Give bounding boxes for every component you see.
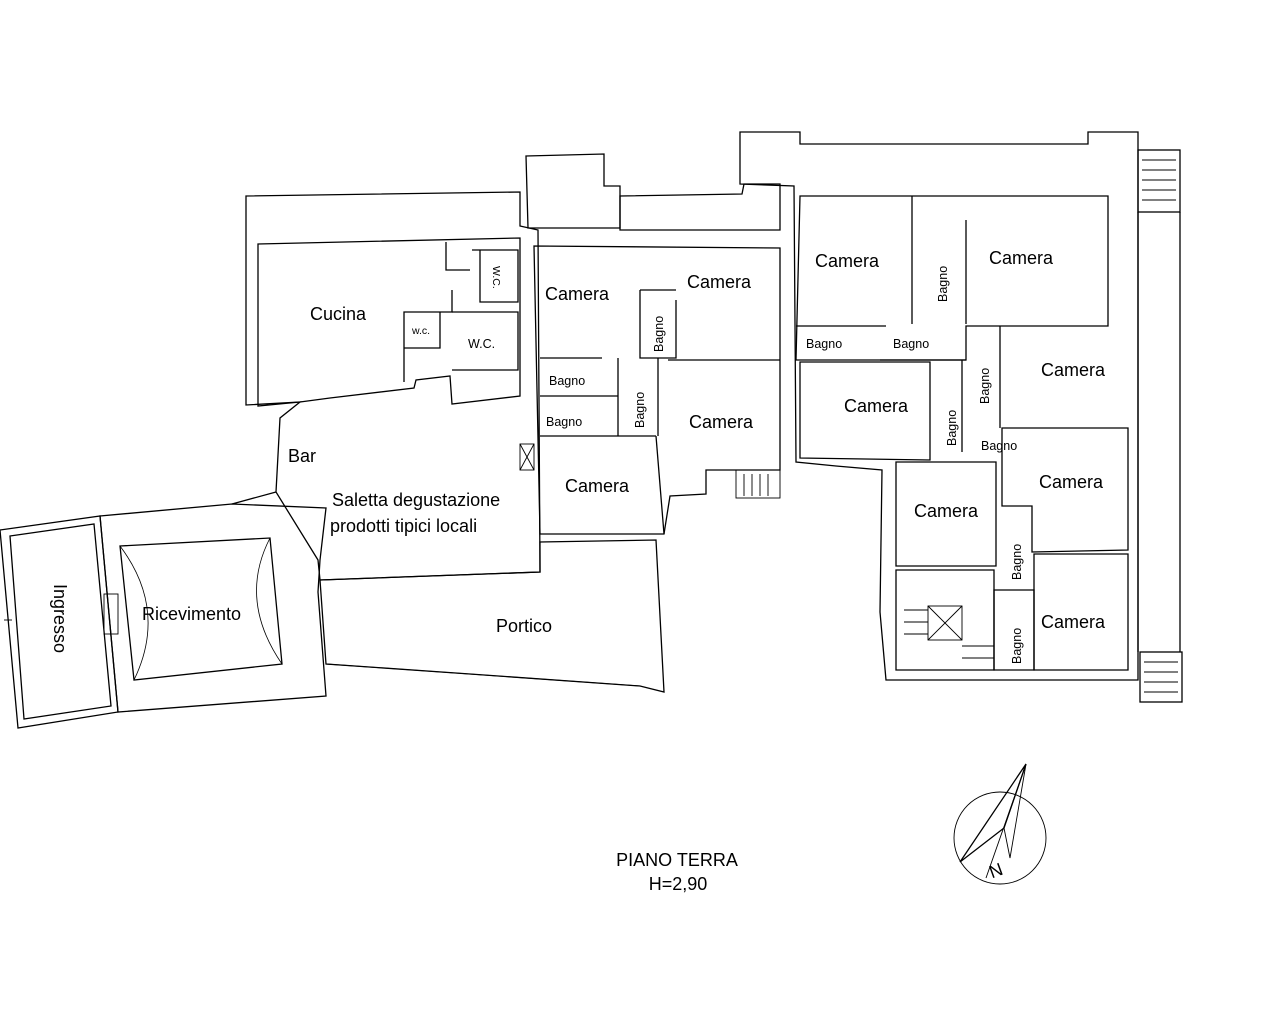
room-label-bar: Bar (288, 446, 316, 466)
room-label-camera-5: Camera (815, 251, 880, 271)
room-label-camera-4: Camera (565, 476, 630, 496)
room-label-camera-10: Camera (914, 501, 979, 521)
room-label-wc-upper: W.C. (490, 266, 502, 289)
room-label-bagno-3: Bagno (652, 316, 666, 352)
floor-title: PIANO TERRA (616, 850, 738, 870)
room-label-bagno-6: Bagno (893, 337, 929, 351)
main-hall-structure (231, 191, 541, 581)
room-label-camera-2: Camera (687, 272, 752, 292)
room-label-camera-7: Camera (1041, 360, 1106, 380)
room-label-bagno-8: Bagno (978, 368, 992, 404)
room-label-bagno-4: Bagno (633, 392, 647, 428)
compass-north-label: N (986, 859, 1005, 882)
room-label-cucina: Cucina (310, 304, 367, 324)
room-labels: Cucina W.C. w.c. W.C. Bar Saletta degust… (50, 248, 1106, 664)
north-compass (953, 763, 1047, 885)
east-stairs (1137, 149, 1183, 703)
room-label-camera-1: Camera (545, 284, 610, 304)
room-label-bagno-1: Bagno (549, 374, 585, 388)
middle-block-structure (533, 245, 781, 535)
room-label-wc-small: w.c. (411, 325, 430, 337)
east-wing-structure (739, 131, 1139, 681)
room-label-camera-11: Camera (1041, 612, 1106, 632)
room-label-bagno-11: Bagno (1010, 544, 1024, 580)
central-tower-structure (525, 153, 781, 231)
room-label-bagno-5: Bagno (806, 337, 842, 351)
room-label-saletta-1: Saletta degustazione (332, 490, 500, 510)
floor-height: H=2,90 (649, 874, 708, 894)
room-label-saletta-2: prodotti tipici locali (330, 516, 477, 536)
room-label-bagno-2: Bagno (546, 415, 582, 429)
room-label-portico: Portico (496, 616, 552, 636)
room-label-ricevimento: Ricevimento (142, 604, 241, 624)
room-label-camera-9: Camera (1039, 472, 1104, 492)
room-label-bagno-12: Bagno (1010, 628, 1024, 664)
room-label-wc-lower: W.C. (468, 337, 495, 351)
portico-structure (319, 539, 665, 693)
room-label-camera-8: Camera (844, 396, 909, 416)
room-label-bagno-9: Bagno (945, 410, 959, 446)
room-label-camera-6: Camera (989, 248, 1054, 268)
room-label-bagno-10: Bagno (981, 439, 1017, 453)
room-label-camera-3: Camera (689, 412, 754, 432)
room-label-ingresso: Ingresso (50, 584, 70, 653)
wc-structure (403, 242, 519, 382)
room-label-bagno-7: Bagno (936, 266, 950, 302)
